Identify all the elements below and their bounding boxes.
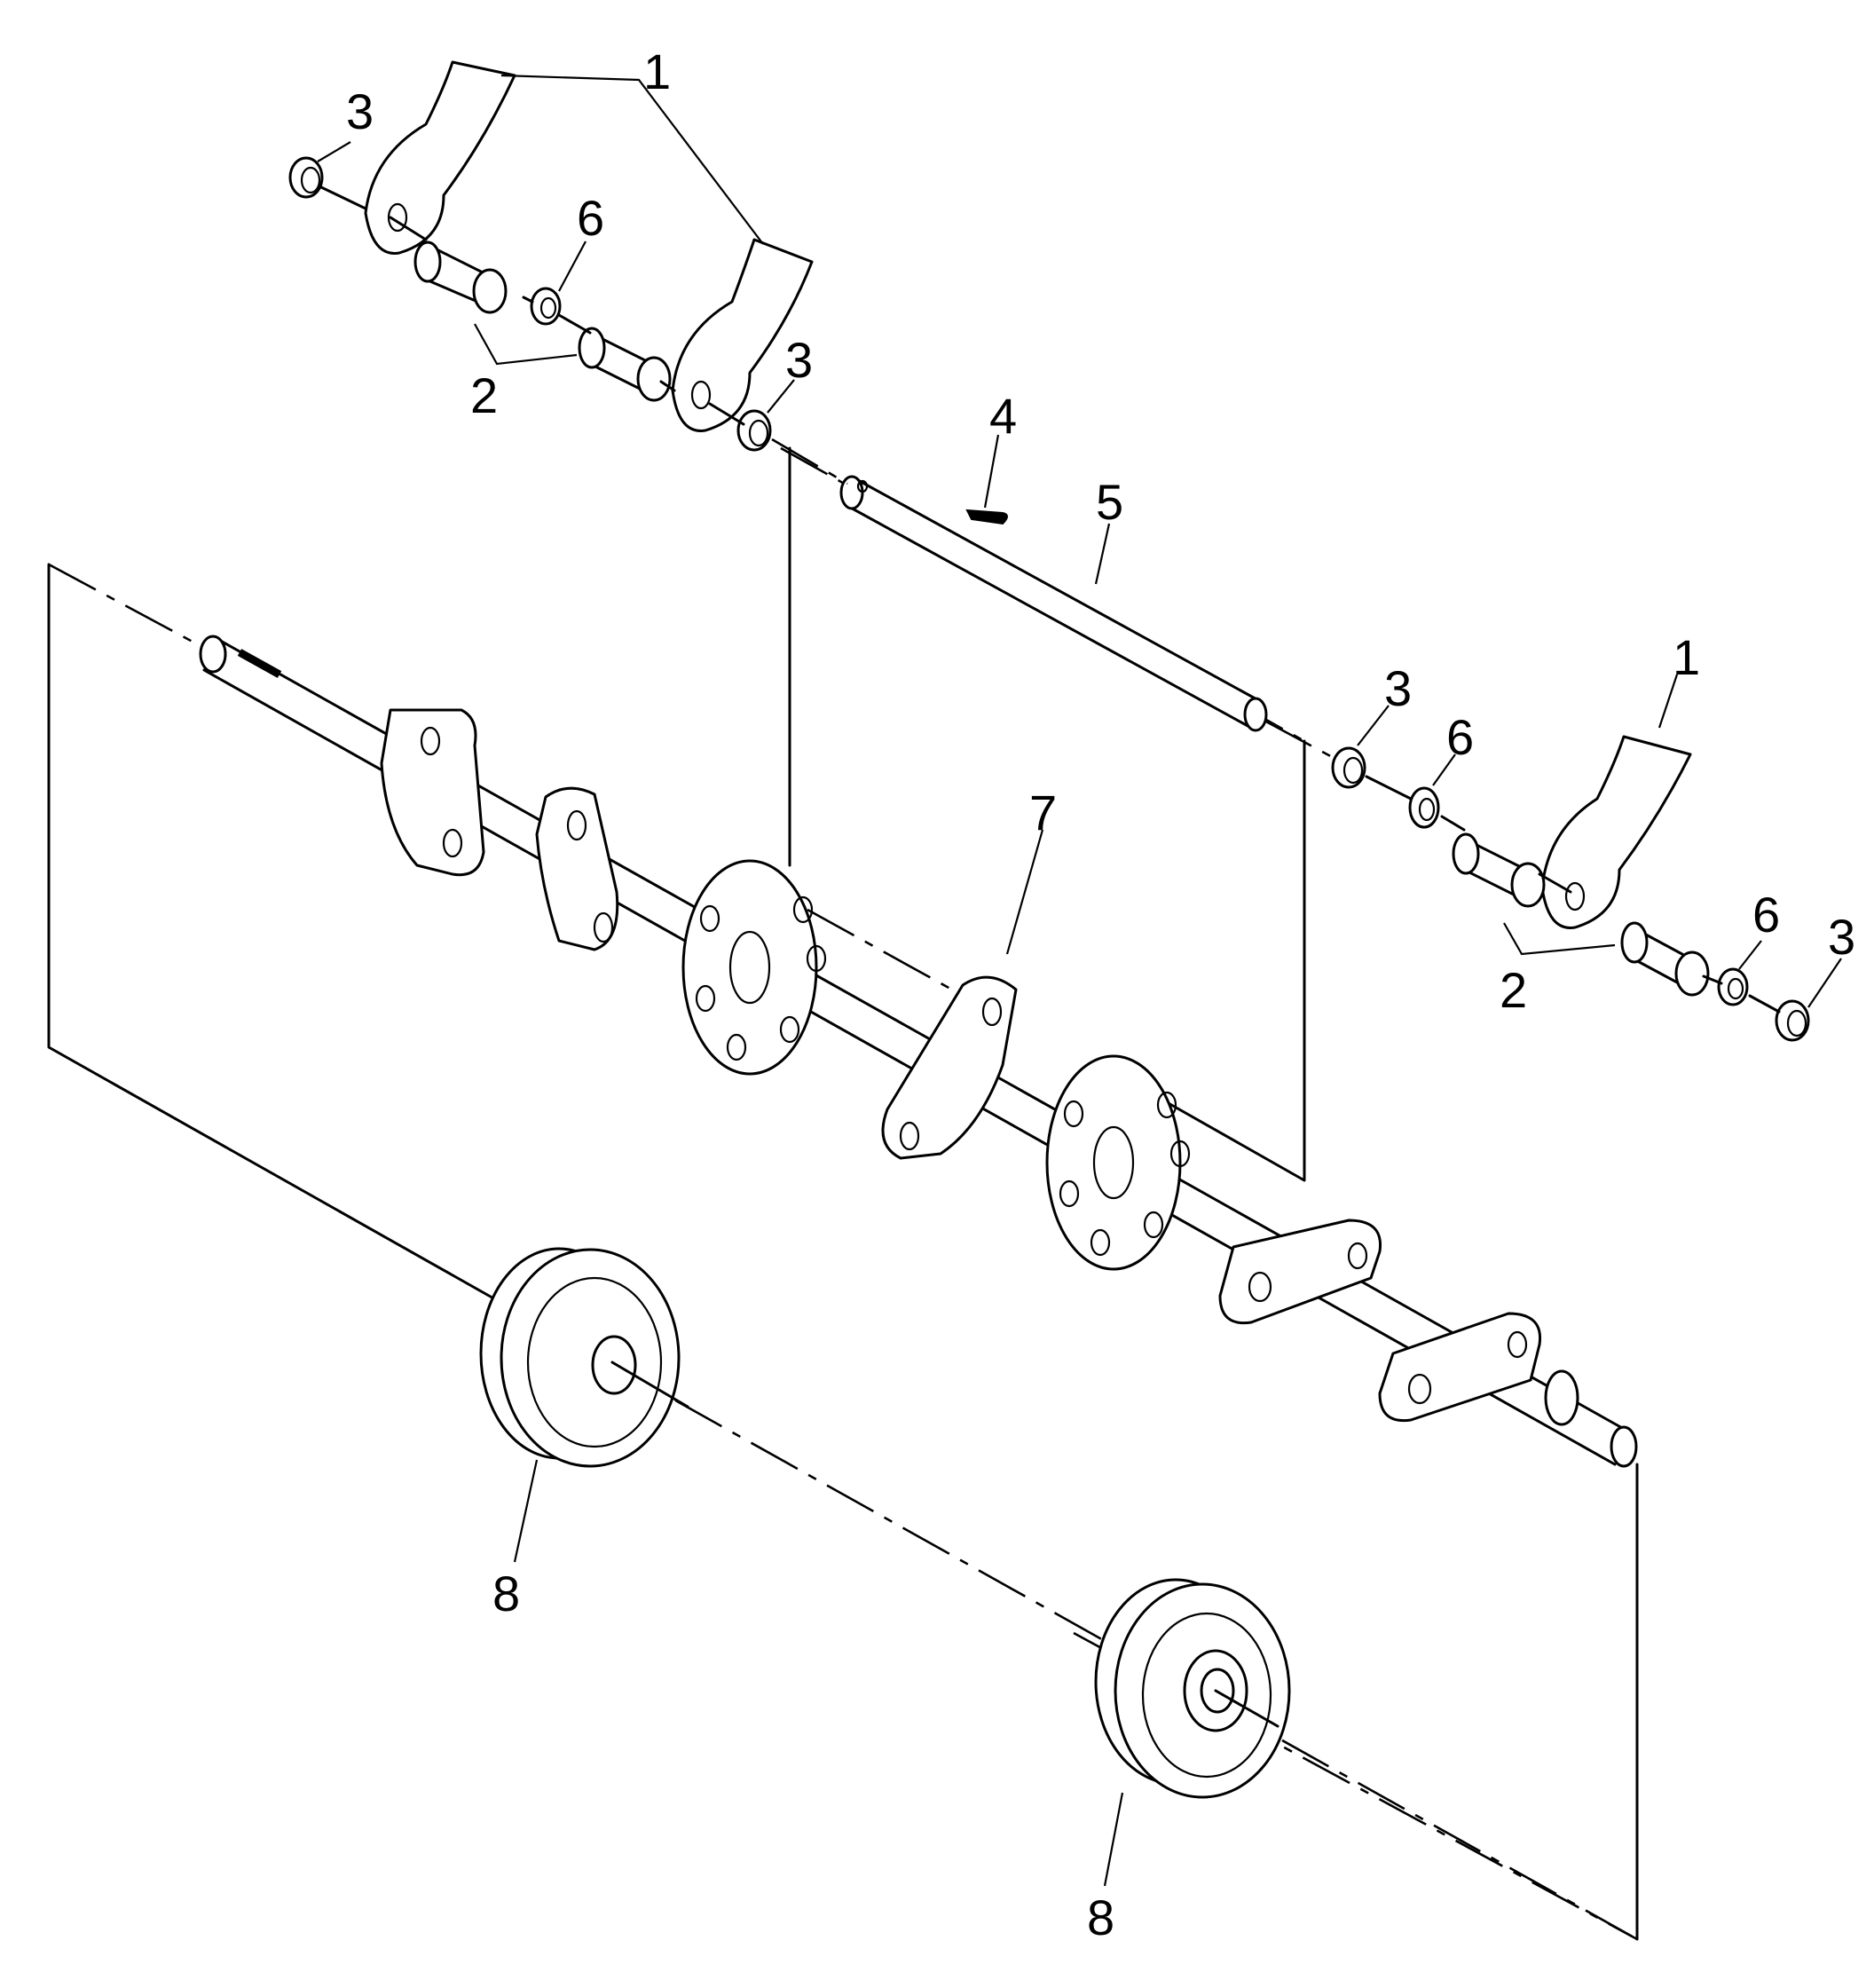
bushing-2-c <box>1452 832 1546 908</box>
cotter-pin-4 <box>965 509 1008 525</box>
callout-6-top: 6 <box>577 190 604 246</box>
arm-axis-lines <box>318 185 1781 1014</box>
arm-1-upper-left <box>364 60 516 255</box>
callout-6-mid: 6 <box>1446 709 1474 765</box>
callout-3-top-left: 3 <box>346 83 374 139</box>
callout-6-right: 6 <box>1752 887 1780 943</box>
callout-2-left: 2 <box>470 367 498 423</box>
bushing-2-a <box>413 241 508 314</box>
flange-disk-2 <box>1045 1054 1191 1271</box>
arm-1-lower-right <box>1540 735 1692 929</box>
callout-7: 7 <box>1029 785 1057 840</box>
bearing-plate-3 <box>881 975 1018 1160</box>
bearing-plate-4 <box>1218 1219 1382 1325</box>
callout-8-right: 8 <box>1087 1889 1114 1945</box>
callout-3-far-right: 3 <box>1828 909 1855 965</box>
bushing-2-d <box>1620 921 1710 997</box>
bushing-2-b <box>578 327 672 402</box>
pulley-left <box>479 1247 689 1468</box>
callout-4: 4 <box>989 388 1017 444</box>
callout-1-top: 1 <box>643 43 671 99</box>
bearing-plate-2 <box>535 786 619 951</box>
flange-disk-1 <box>681 859 977 1076</box>
washer-3-d <box>1775 999 1810 1042</box>
main-shaft <box>199 635 1638 1468</box>
callout-3-top-mid: 3 <box>785 332 813 388</box>
washer-3-a <box>288 156 324 199</box>
bearing-plate-1 <box>380 708 485 877</box>
washer-3-b <box>736 409 772 452</box>
leader-lines <box>317 74 1842 1887</box>
pin-5 <box>839 475 1268 732</box>
callout-3-mid-right: 3 <box>1384 660 1412 716</box>
callout-labels: 1 1 2 2 3 3 3 3 4 5 6 6 6 7 8 8 <box>346 43 1855 1945</box>
washer-6-a <box>530 287 562 326</box>
pulley-right <box>1094 1578 1291 1799</box>
bearing-plate-5 <box>1378 1312 1579 1426</box>
washer-6-c <box>1717 967 1749 1006</box>
washer-6-b <box>1408 786 1440 829</box>
callout-8-left: 8 <box>492 1566 520 1621</box>
callout-2-right: 2 <box>1500 962 1527 1018</box>
callout-1-right: 1 <box>1673 629 1700 685</box>
callout-5: 5 <box>1096 474 1123 530</box>
washer-3-c <box>1331 746 1366 789</box>
arm-1-upper-middle <box>671 238 814 432</box>
